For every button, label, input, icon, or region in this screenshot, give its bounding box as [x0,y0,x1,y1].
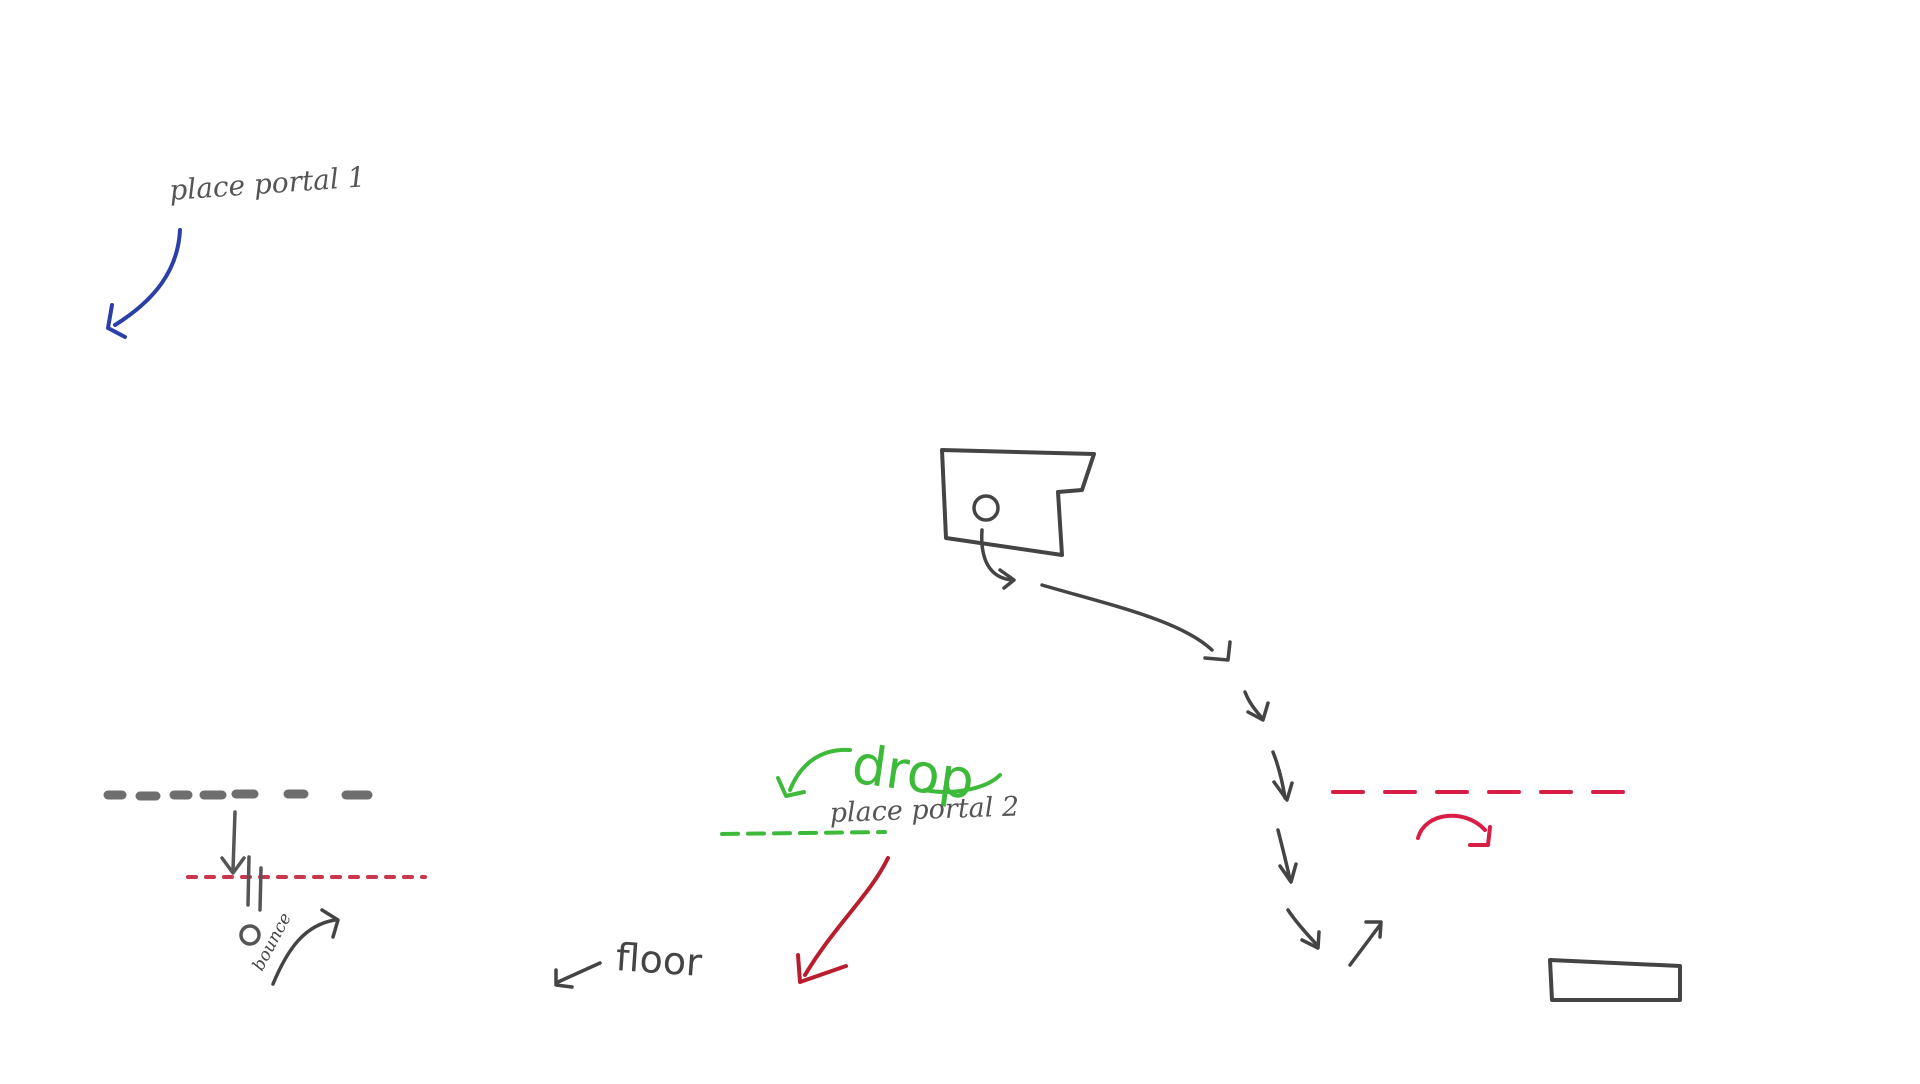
gray-dashed-ledge [103,789,373,801]
floor-arrow-icon [554,961,602,989]
green-dashed-portal-line [720,830,887,836]
ball-icon [239,924,261,946]
drop-arrow-icon [776,747,1002,798]
blue-arrow-icon [106,228,182,339]
floor-label: floor [614,935,703,985]
launcher-box [940,448,1096,557]
down-arrow-icon [220,810,246,875]
place-portal-2-label: place portal 2 [829,791,1019,829]
fall-lines [246,855,263,912]
launcher-ball-icon [972,494,1000,522]
exit-arrow-icon [980,528,1016,590]
red-arrow-icon [796,856,890,984]
trajectory-arcs [1040,583,1383,967]
bounce-arrow-icon [271,908,340,986]
curl-arrow-icon [1416,813,1492,847]
target-box [1548,958,1682,1002]
place-portal-1-label: place portal 1 [168,160,366,207]
